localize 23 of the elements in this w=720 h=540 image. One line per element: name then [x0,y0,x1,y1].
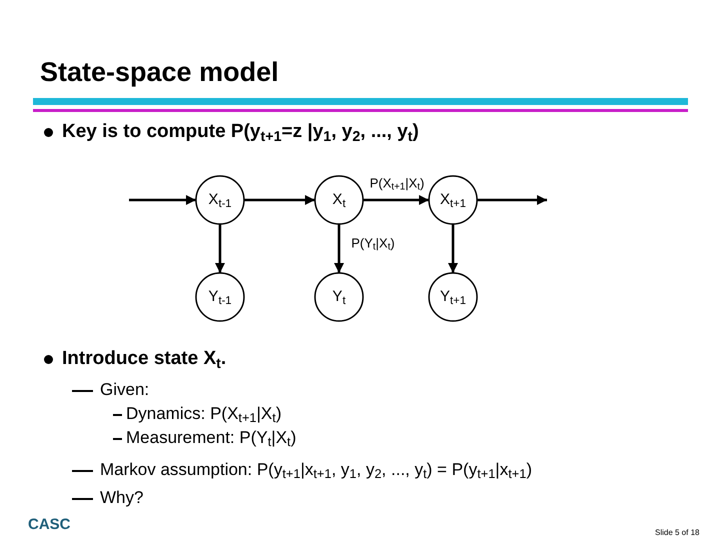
text-line: Slide 5 of 18 [655,528,700,538]
text-line: Given: [100,379,150,400]
text-line: Dynamics: P(X$_{t+1}$|X$_{t}$) [126,403,282,424]
text-line: Why? [100,487,144,508]
arrow [215,224,225,273]
text-line: Introduce state X$_{t}$. [62,347,226,371]
arrow [334,224,344,273]
arrow [477,195,547,205]
arrow [448,224,458,273]
text-line: CASC [28,516,71,535]
text-line: Measurement: P(Y$_{t}$|X$_{t}$) [126,427,296,448]
arrow [363,195,429,205]
node-label: Y$_{t-1}$ [208,286,232,308]
text-line: Markov assumption: P(y$_{t+1}$|x$_{t+1}$, y$_{1}$, y$_{2}$, ..., y$_{t}$) = P(y$_{t+1}$|x$_{t+1}$) [100,459,532,480]
node-label: Y$_{t+1}$ [440,286,466,308]
node-label: X$_{t+1}$ [440,190,466,212]
node-label: X$_{t-1}$ [208,190,232,212]
node-label: Y$_{t}$ [332,286,346,308]
arrow [244,195,315,205]
arrow [129,195,196,205]
text-line: Key is to compute P(y$_{t+1}$=z |y$_{1}$, y$_{2}$, ..., y$_{t}$) [62,120,419,144]
slide-title: State-space model [40,56,279,89]
node-label: X$_{t}$ [332,190,346,212]
